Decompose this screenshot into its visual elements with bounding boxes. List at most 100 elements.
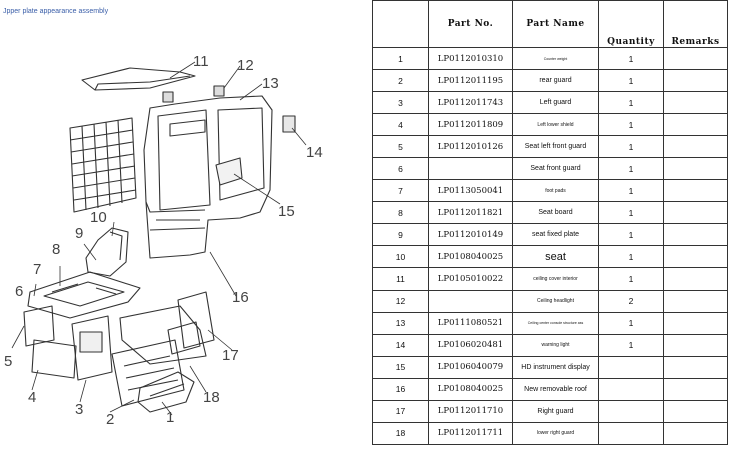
- headlight-right: [213, 85, 225, 97]
- callout-10: 10: [90, 209, 107, 226]
- row-no: 4: [372, 113, 429, 137]
- row-part-name: Seat board: [512, 201, 599, 225]
- row-no: 11: [372, 267, 429, 291]
- roof-panel: [81, 67, 196, 91]
- row-part-name: Seat left front guard: [512, 135, 599, 159]
- row-part-no: LP0106040079: [428, 355, 513, 379]
- seat: [85, 227, 129, 277]
- row-remarks: [663, 113, 728, 137]
- row-no: 14: [372, 333, 429, 357]
- rear-guard: [111, 339, 185, 407]
- table-row: 9 LP0112010149 seat fixed plate 1: [372, 223, 728, 247]
- row-no: 17: [372, 399, 429, 423]
- row-part-no: LP0111080521: [428, 311, 513, 335]
- row-part-no: LP0112010149: [428, 223, 513, 247]
- grid-panel: [69, 117, 137, 213]
- callout-17: 17: [222, 347, 239, 364]
- row-part-name: seat: [512, 245, 599, 269]
- right-guard: [177, 291, 215, 349]
- row-no: 10: [372, 245, 429, 269]
- table-row: 5 LP0112010126 Seat left front guard 1: [372, 135, 728, 159]
- row-part-name: rear guard: [512, 69, 599, 93]
- row-part-no: LP0112011809: [428, 113, 513, 137]
- warning-light: [282, 115, 296, 133]
- row-part-name: Left lower shield: [512, 113, 599, 137]
- table-row: 15 LP0106040079 HD instrument display: [372, 355, 728, 379]
- row-remarks: [663, 91, 728, 115]
- table-row: 2 LP0112011195 rear guard 1: [372, 69, 728, 93]
- header-no: [372, 0, 429, 48]
- callout-1: 1: [166, 409, 174, 426]
- row-remarks: [663, 223, 728, 247]
- callout-18: 18: [203, 389, 220, 406]
- callout-8: 8: [52, 241, 60, 258]
- row-quantity: 1: [598, 245, 664, 269]
- row-no: 3: [372, 91, 429, 115]
- callout-6: 6: [15, 283, 23, 300]
- row-quantity: 1: [598, 91, 664, 115]
- row-quantity: 1: [598, 135, 664, 159]
- table-row: 11 LP0105010022 ceiling cover interior 1: [372, 267, 728, 291]
- table-row: 1 LP0112010310 Counter weight 1: [372, 46, 728, 71]
- row-part-no: LP0112011710: [428, 399, 513, 423]
- row-part-no: LP0113050041: [428, 179, 513, 203]
- row-no: 2: [372, 69, 429, 93]
- row-part-no: [428, 289, 513, 313]
- row-part-no: LP0112011711: [428, 421, 513, 446]
- header-quantity: Quantity: [598, 0, 664, 48]
- row-quantity: [598, 399, 664, 423]
- row-part-name: Ceiling center console structure ass: [512, 311, 599, 335]
- row-remarks: [663, 399, 728, 423]
- row-part-name: warning light: [512, 333, 599, 357]
- row-part-name: Right guard: [512, 399, 599, 423]
- row-part-no: LP0112011743: [428, 91, 513, 115]
- row-remarks: [663, 267, 728, 291]
- callout-2: 2: [106, 411, 114, 428]
- row-no: 1: [372, 46, 429, 71]
- row-remarks: [663, 289, 728, 313]
- row-part-name: HD instrument display: [512, 355, 599, 379]
- header-row: Part No. Part Name Quantity Remarks: [372, 0, 728, 48]
- row-remarks: [663, 355, 728, 379]
- row-remarks: [663, 69, 728, 93]
- row-part-name: Seat front guard: [512, 157, 599, 181]
- row-quantity: [598, 355, 664, 379]
- row-part-no: LP0112011821: [428, 201, 513, 225]
- row-quantity: [598, 377, 664, 401]
- table-row: 8 LP0112011821 Seat board 1: [372, 201, 728, 225]
- row-part-no: LP0108040025: [428, 245, 513, 269]
- row-quantity: 1: [598, 201, 664, 225]
- left-lower-shield: [31, 339, 77, 379]
- callout-3: 3: [75, 401, 83, 418]
- row-quantity: [598, 421, 664, 446]
- table-row: 17 LP0112011710 Right guard: [372, 399, 728, 423]
- row-part-name: Left guard: [512, 91, 599, 115]
- row-remarks: [663, 245, 728, 269]
- row-no: 13: [372, 311, 429, 335]
- row-remarks: [663, 46, 728, 71]
- row-no: 5: [372, 135, 429, 159]
- row-part-no: LP0106020481: [428, 333, 513, 357]
- left-guard: [71, 315, 113, 381]
- row-part-no: [428, 157, 513, 181]
- row-part-no: LP0112011195: [428, 69, 513, 93]
- row-quantity: 1: [598, 179, 664, 203]
- row-part-name: foot pads: [512, 179, 599, 203]
- exploded-diagram: 1 2 3 4 5 6 7 8 9 10 11 12 13 14 15 16 1…: [0, 0, 372, 445]
- row-quantity: 1: [598, 46, 664, 71]
- row-remarks: [663, 179, 728, 203]
- counterweight: [137, 371, 195, 413]
- callout-12: 12: [237, 57, 254, 74]
- row-part-name: New removable roof: [512, 377, 599, 401]
- callout-5: 5: [4, 353, 12, 370]
- table-row: 13 LP0111080521 Ceiling center console s…: [372, 311, 728, 335]
- display: [215, 157, 243, 186]
- row-part-no: LP0112010126: [428, 135, 513, 159]
- header-remarks: Remarks: [663, 0, 728, 48]
- header-part-no: Part No.: [428, 0, 513, 48]
- table-row: 6 Seat front guard 1: [372, 157, 728, 181]
- seat-left-front-guard: [23, 305, 55, 347]
- table-row: 3 LP0112011743 Left guard 1: [372, 91, 728, 115]
- row-no: 6: [372, 157, 429, 181]
- diagram-title: Jpper plate appearance assembly: [3, 8, 109, 15]
